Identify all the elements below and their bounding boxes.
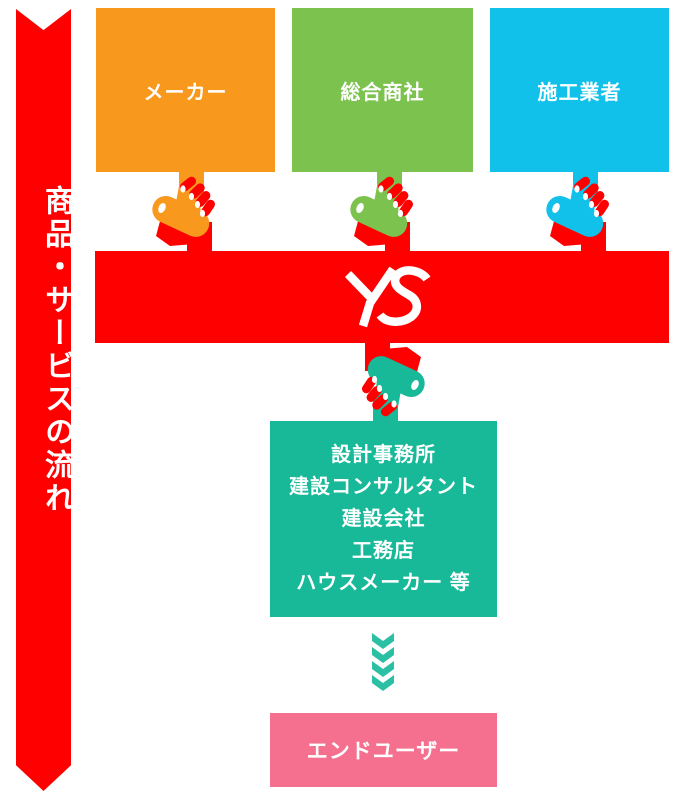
handshake-icon	[150, 172, 220, 251]
customers-box-line: 建設コンサルタント	[289, 476, 478, 498]
supplier-box-contractor: 施工業者	[490, 8, 669, 172]
handshake-icon	[348, 172, 418, 251]
customers-box-line: 工務店	[352, 540, 415, 562]
supplier-box-trading-company-label: 総合商社	[340, 81, 425, 104]
flow-ribbon-title: 商品・サービスの流れ	[40, 185, 73, 515]
down-chevrons-icon	[372, 633, 394, 691]
handshake-icon	[544, 172, 614, 251]
customers-box-line: 設計事務所	[331, 444, 436, 466]
customers-box-line: ハウスメーカー 等	[296, 572, 471, 594]
supplier-box-trading-company: 総合商社	[292, 8, 473, 172]
company-bar	[95, 251, 669, 343]
ys-logo-icon	[343, 266, 431, 328]
customers-box: 設計事務所 建設コンサルタント 建設会社 工務店 ハウスメーカー 等	[270, 421, 497, 617]
supplier-box-contractor-label: 施工業者	[537, 81, 622, 104]
flow-ribbon: 商品・サービスの流れ	[16, 9, 71, 791]
end-user-box: エンドユーザー	[270, 713, 497, 787]
end-user-box-label: エンドユーザー	[306, 740, 461, 763]
handshake-icon	[357, 342, 427, 421]
customers-box-line: 建設会社	[341, 508, 426, 530]
supplier-box-maker: メーカー	[96, 8, 275, 172]
supplier-box-maker-label: メーカー	[143, 81, 228, 104]
